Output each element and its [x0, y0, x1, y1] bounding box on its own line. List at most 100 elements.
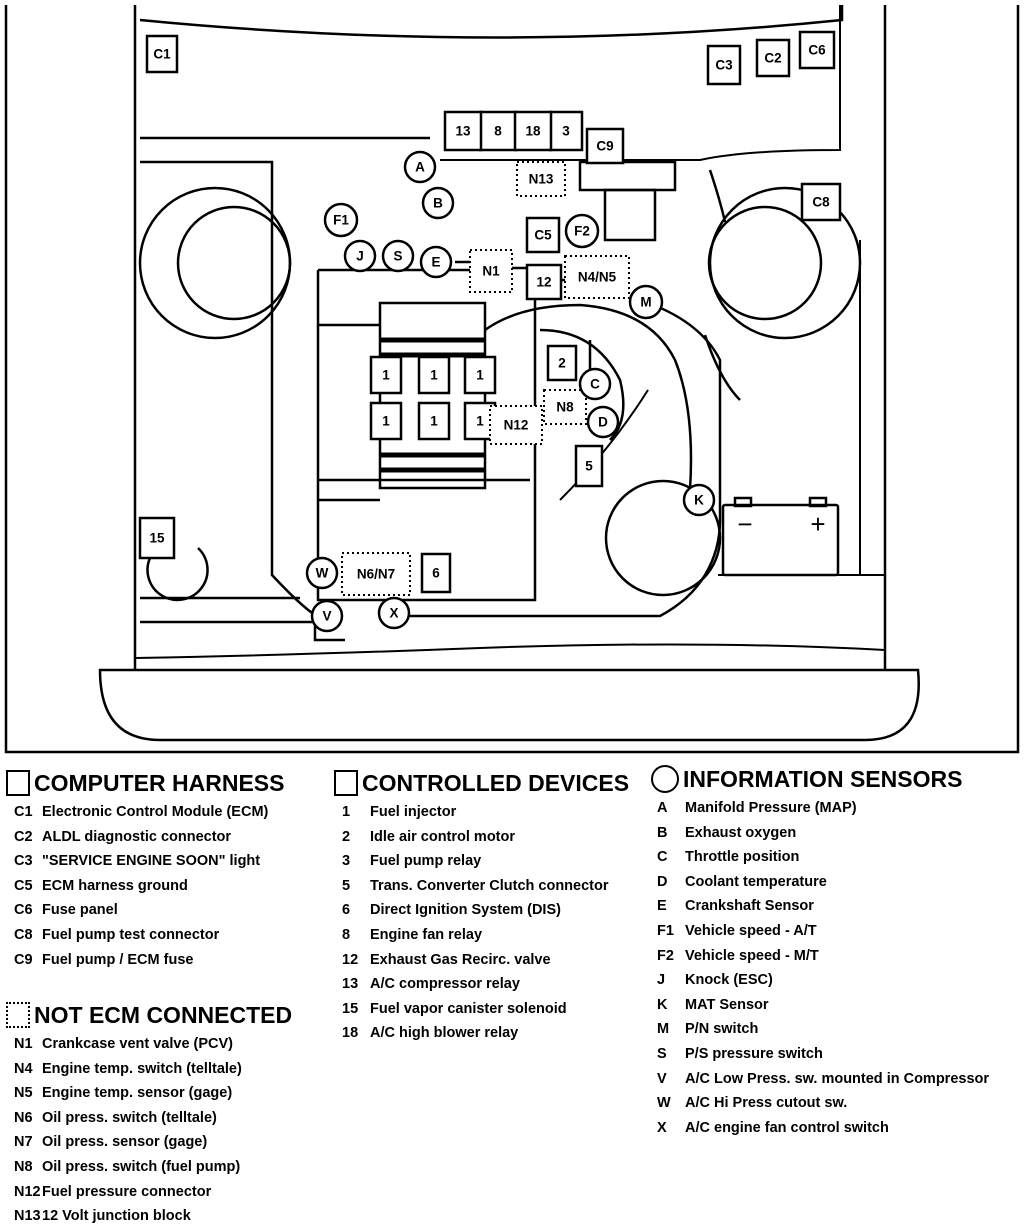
- legend-item-code: 1: [342, 804, 351, 820]
- sensor-label: K: [694, 493, 704, 508]
- legend-item-label: A/C Low Press. sw. mounted in Compressor: [685, 1070, 990, 1087]
- component-label: 13: [455, 124, 471, 139]
- component-box-12: [525, 263, 563, 301]
- legend-item-code: N12: [14, 1183, 41, 1200]
- legend-item-label: Manifold Pressure (MAP): [685, 800, 857, 816]
- non-ecm-box-n13: [516, 161, 566, 197]
- component-label: 8: [494, 124, 502, 139]
- legend-item-code: N1: [14, 1036, 33, 1052]
- legend-item-label: Fuel pump / ECM fuse: [42, 951, 194, 968]
- component-box-c9: [585, 127, 625, 165]
- legend-item-code: 15: [342, 1000, 359, 1017]
- legend-item-code: K: [657, 996, 668, 1013]
- legend-item-code: C6: [14, 902, 33, 919]
- component-box-c1: [145, 34, 179, 74]
- component-box-6: [420, 552, 452, 594]
- legend-item-code: 2: [342, 828, 351, 845]
- legend-item: N12Fuel pressure connector: [14, 1180, 292, 1205]
- left-strut-inner: [176, 205, 292, 321]
- sensor-label: D: [598, 415, 608, 430]
- component-label: 1: [476, 368, 484, 383]
- legend-item: S P/S pressure switch: [657, 1042, 989, 1067]
- legend-item-label: P/S pressure switch: [685, 1045, 823, 1062]
- legend-item-code: M: [657, 1021, 670, 1038]
- legend-item-label: Vehicle speed - M/T: [685, 947, 819, 964]
- legend-item-label: A/C Hi Press cutout sw.: [685, 1095, 848, 1112]
- component-box-2: [546, 344, 578, 382]
- battery: [721, 503, 840, 577]
- legend-item-label: Engine temp. sensor (gage): [42, 1085, 233, 1102]
- legend-item-code: C2: [14, 828, 33, 845]
- sensor-label: B: [433, 196, 443, 211]
- legend-item-code: J: [657, 972, 666, 989]
- legend-item-code: 12: [342, 951, 359, 968]
- component-box-18: [513, 110, 553, 152]
- legend-item-code: C: [657, 849, 668, 866]
- fuel-injector-marker: [463, 355, 497, 395]
- legend-item-code: 5: [342, 877, 351, 894]
- sensor-circle-e: [419, 245, 453, 279]
- sensor-circle-k: [682, 483, 716, 517]
- legend-item-code: N13: [14, 1208, 41, 1225]
- legend-item-label: Oil press. switch (telltale): [42, 1109, 217, 1126]
- legend-item-label: Electronic Control Module (ECM): [42, 804, 269, 820]
- component-box-c2: [755, 38, 791, 78]
- air-intake-duct: [484, 303, 693, 491]
- legend-item: A Manifold Pressure (MAP): [657, 796, 989, 821]
- sensor-label: E: [431, 255, 440, 270]
- sensor-circle-w: [305, 556, 339, 590]
- legend-item-label: ALDL diagnostic connector: [42, 828, 232, 845]
- legend-item: N1312 Volt junction block: [14, 1204, 292, 1229]
- legend-item-label: MAT Sensor: [685, 996, 769, 1013]
- sensor-circle-b: [421, 186, 455, 220]
- sensor-label: M: [640, 295, 651, 310]
- sensor-circle-j: [343, 239, 377, 273]
- component-label: C6: [808, 43, 826, 58]
- intake-plenum: [378, 301, 487, 490]
- legend-item-code: C9: [14, 951, 33, 968]
- legend-item-label: 12 Volt junction block: [42, 1208, 191, 1225]
- component-label: N13: [529, 172, 554, 187]
- legend-item-label: Fuel pressure connector: [42, 1183, 212, 1200]
- component-label: 1: [382, 368, 390, 383]
- component-label: 15: [149, 531, 165, 546]
- legend-item-code: 8: [342, 926, 351, 943]
- component-box-15: [138, 516, 176, 560]
- component-label: 2: [558, 356, 566, 371]
- component-box-c5: [525, 216, 561, 254]
- component-label: N1: [482, 264, 500, 279]
- legend-item-code: 6: [342, 902, 351, 919]
- component-box-c6: [798, 30, 836, 70]
- legend-item-code: V: [657, 1070, 667, 1087]
- legend-item-label: ECM harness ground: [42, 877, 188, 894]
- legend-item-code: S: [657, 1045, 667, 1062]
- legend-item-code: A: [657, 800, 668, 816]
- non-ecm-box-n4-n5: [564, 255, 630, 299]
- component-label: 12: [536, 275, 551, 290]
- sensor-label: W: [316, 566, 329, 581]
- sensor-circle-v: [310, 599, 344, 633]
- component-label: C2: [764, 51, 781, 66]
- component-label: 3: [562, 124, 570, 139]
- component-label: 6: [432, 566, 440, 581]
- component-label: 18: [525, 124, 541, 139]
- legend-item: C2 ALDL diagnostic connector: [14, 825, 284, 850]
- component-label: N4/N5: [578, 270, 617, 285]
- legend-item: 5 Trans. Converter Clutch connector: [342, 874, 629, 899]
- legend-item-label: Trans. Converter Clutch connector: [370, 877, 609, 894]
- legend-item-code: C3: [14, 853, 33, 870]
- legend-item-label: Fuel pump test connector: [42, 926, 220, 943]
